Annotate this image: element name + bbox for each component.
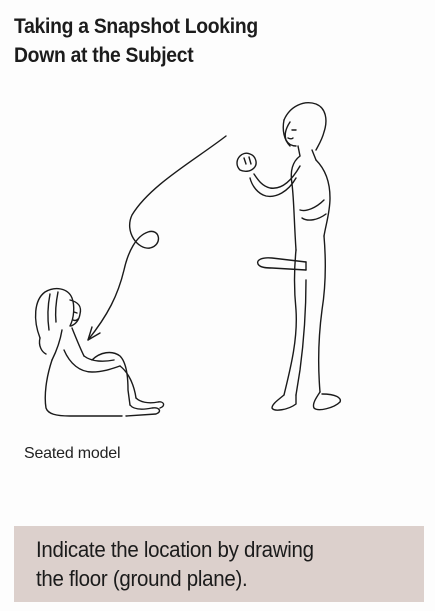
page-title: Taking a Snapshot Looking Down at the Su… (14, 12, 345, 70)
figure-caption: Seated model (24, 445, 121, 462)
note-box: Indicate the location by drawing the flo… (14, 526, 424, 602)
seated-model-figure (34, 287, 165, 417)
standing-photographer-figure (236, 102, 342, 411)
note-line-1: Indicate the location by drawing (36, 537, 314, 562)
title-line-2: Down at the Subject (14, 44, 194, 67)
note-text: Indicate the location by drawing the flo… (36, 535, 399, 593)
eye-level-pointer (256, 257, 307, 271)
title-line-1: Taking a Snapshot Looking (14, 15, 258, 38)
note-line-2: the floor (ground plane). (36, 566, 248, 591)
view-arrow (87, 135, 227, 341)
illustration (34, 102, 342, 417)
